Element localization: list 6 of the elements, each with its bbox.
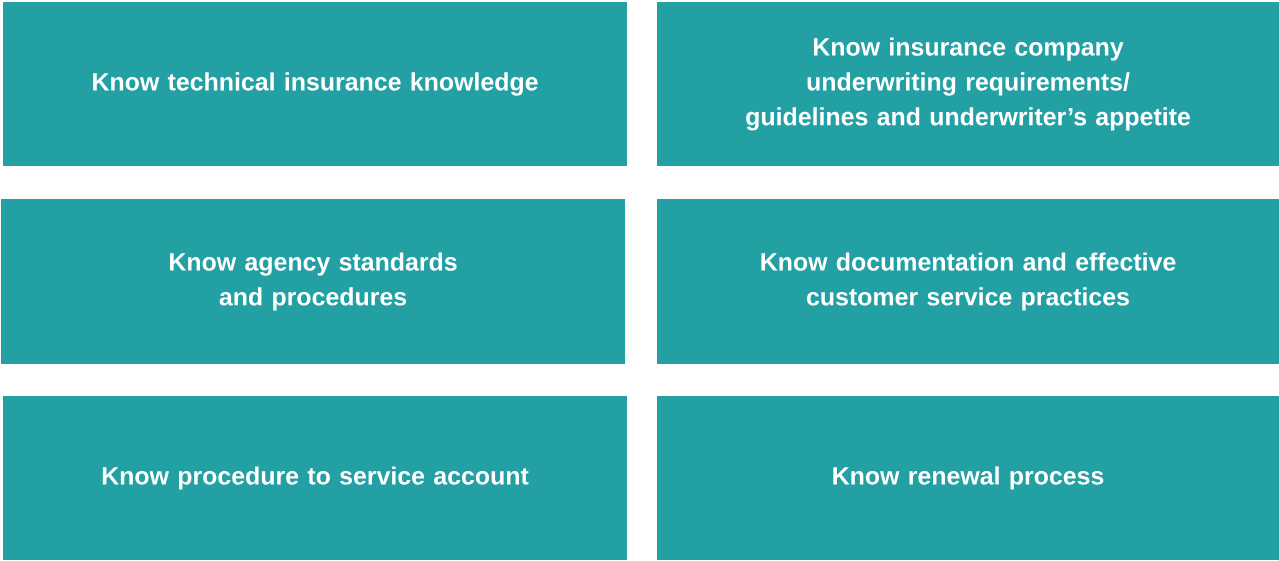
text-box: Know agency standards and procedures bbox=[1, 199, 625, 364]
text-box: Know insurance company underwriting requirements/ guidelines and underwriter’s appetite bbox=[657, 2, 1279, 166]
text-box: Know technical insurance knowledge bbox=[3, 2, 627, 166]
text-box: Know procedure to service account bbox=[3, 396, 627, 560]
text-box: Know documentation and effective customer service practices bbox=[657, 199, 1279, 364]
text-box: Know renewal process bbox=[657, 396, 1279, 560]
